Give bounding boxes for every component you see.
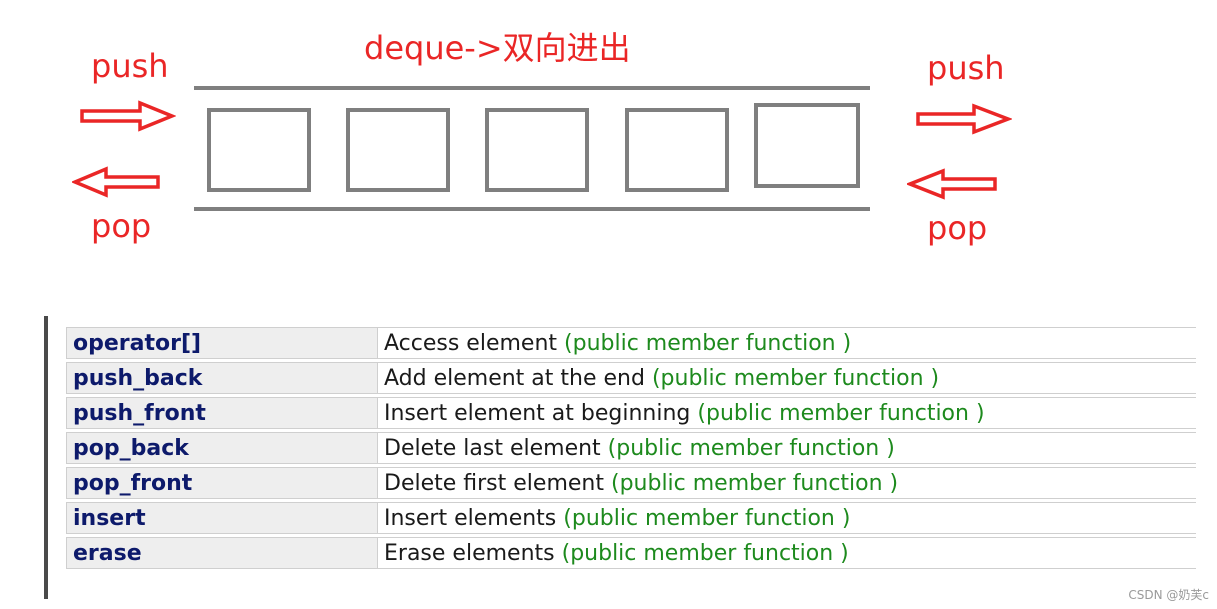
function-description: Erase elements (public member function ) [378,537,1196,569]
function-description: Insert element at beginning (public memb… [378,397,1196,429]
function-description: Insert elements (public member function … [378,502,1196,534]
table-row: push_back Add element at the end (public… [66,362,1196,394]
function-kind: (public member function ) [610,470,899,496]
function-kind: (public member function ) [561,540,849,566]
left-pop-label: pop [91,207,152,245]
description-text: Insert elements [384,505,557,531]
right-push-label: push [927,49,1005,87]
function-name-link[interactable]: insert [66,502,378,534]
right-push-arrow-icon [916,103,1012,135]
deque-cell [625,108,729,192]
description-text: Access element [384,330,558,356]
deque-bottom-rail [194,207,870,211]
left-pop-arrow-icon [72,166,160,198]
reference-table: operator[] Access element (public member… [66,324,1196,572]
function-kind: (public member function ) [563,505,851,531]
function-name-link[interactable]: pop_back [66,432,378,464]
function-description: Add element at the end (public member fu… [378,362,1196,394]
function-kind: (public member function ) [651,365,940,391]
function-name-link[interactable]: operator[] [66,327,378,359]
description-text: Delete first element [384,470,604,496]
section-bar [44,316,48,599]
left-push-arrow-icon [80,100,176,132]
function-kind: (public member function ) [697,400,985,426]
function-description: Access element (public member function ) [378,327,1196,359]
table-row: operator[] Access element (public member… [66,327,1196,359]
function-name-link[interactable]: push_front [66,397,378,429]
right-pop-label: pop [927,209,988,247]
function-kind: (public member function ) [607,435,895,461]
table-row: erase Erase elements (public member func… [66,537,1196,569]
table-row: pop_back Delete last element (public mem… [66,432,1196,464]
table-row: push_front Insert element at beginning (… [66,397,1196,429]
right-pop-arrow-icon [907,168,997,200]
watermark: CSDN @奶芙c [1128,588,1209,602]
deque-cell [207,108,311,192]
deque-top-rail [194,86,870,90]
left-push-label: push [91,47,169,85]
function-description: Delete last element (public member funct… [378,432,1196,464]
member-function-table: operator[] Access element (public member… [0,316,1217,609]
deque-cell [485,108,589,192]
description-text: Erase elements [384,540,555,566]
function-description: Delete first element (public member func… [378,467,1196,499]
description-text: Insert element at beginning [384,400,691,426]
description-text: Add element at the end [384,365,645,391]
deque-cell [346,108,450,192]
deque-diagram: deque->双向进出 push pop push pop [0,0,1217,290]
description-text: Delete last element [384,435,601,461]
deque-cell [754,103,860,188]
function-name-link[interactable]: push_back [66,362,378,394]
table-row: insert Insert elements (public member fu… [66,502,1196,534]
table-row: pop_front Delete first element (public m… [66,467,1196,499]
function-name-link[interactable]: pop_front [66,467,378,499]
function-name-link[interactable]: erase [66,537,378,569]
function-kind: (public member function ) [564,330,852,356]
diagram-title: deque->双向进出 [364,29,631,67]
